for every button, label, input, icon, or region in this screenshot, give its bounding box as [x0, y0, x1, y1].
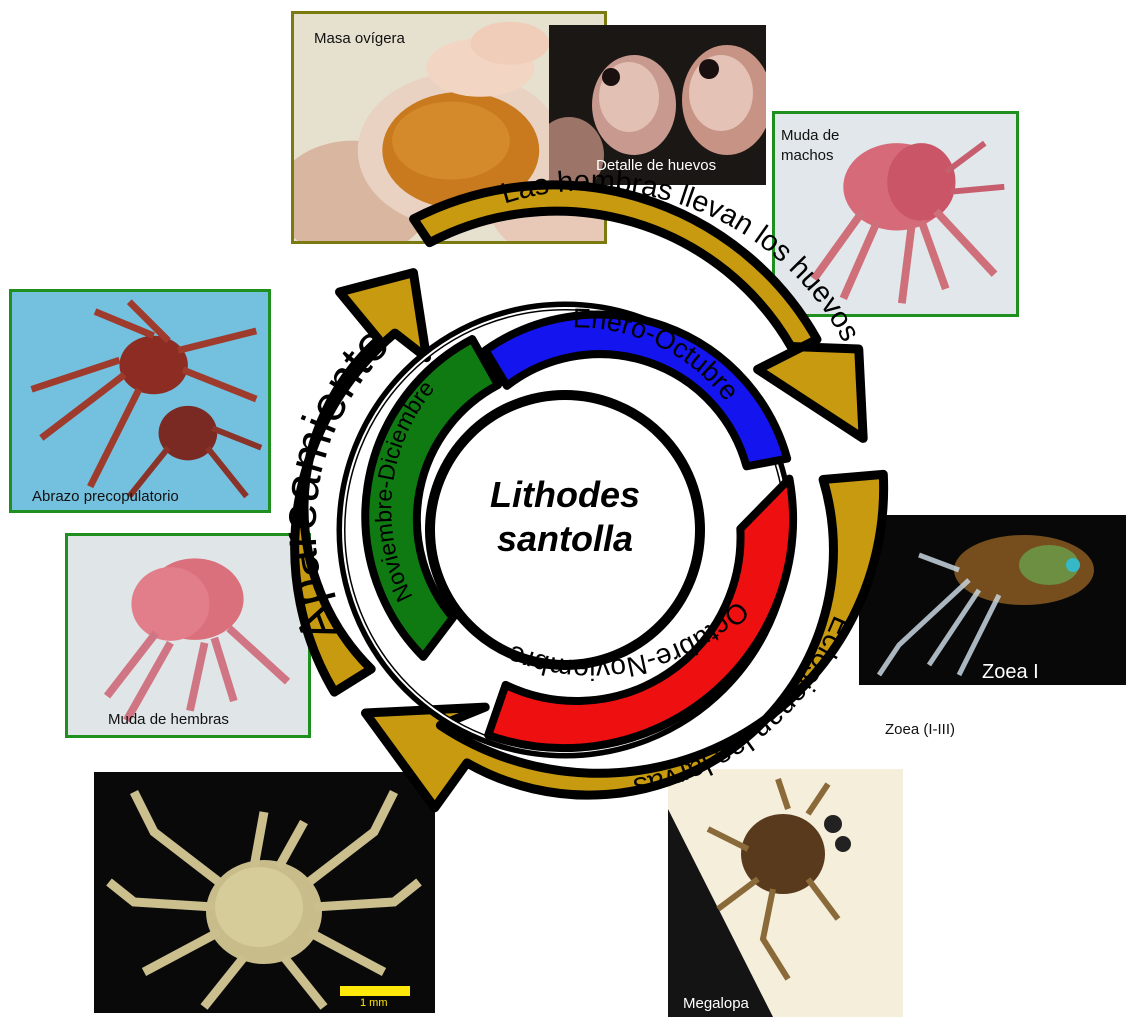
species-name-line2: santolla: [497, 518, 633, 559]
arrow-females-carry-eggs: [414, 185, 864, 438]
species-name-line1: Lithodes: [490, 474, 640, 515]
